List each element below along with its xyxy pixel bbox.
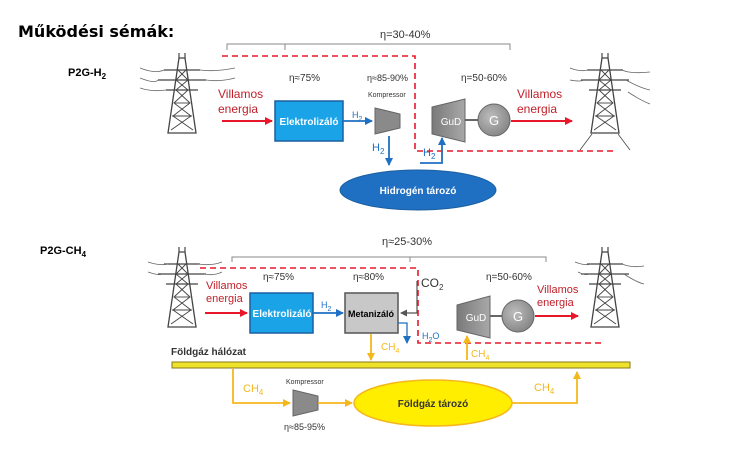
ch4-boundary-dashed-line [200,267,605,344]
ch4-electrolyzer-label: Elektrolizáló [253,309,312,320]
h2-compressor-label: Kompressor [368,92,406,99]
h2-down-label: H2 [372,142,385,156]
h2-electrolyzer-label: Elektrolizáló [280,117,339,128]
turbine-icon [456,295,491,339]
h2-generator-label: G [489,113,499,128]
generator-icon [501,299,535,333]
methanizer-label: Metanizáló [348,309,395,319]
turbine-icon [431,98,466,143]
ch4-output-label-line1: Villamos [537,284,579,296]
h2o-output-arrow [398,322,411,344]
hydrogen-storage-label: Hidrogén tározó [380,186,457,197]
h2-input-label-line2: energia [218,102,258,116]
ch4-compressor-efficiency: η≈85-95% [284,422,325,432]
ch4-right-label: CH4 [534,382,555,396]
ch4-gud-efficiency: η=50-60% [486,272,532,283]
h2-up-label: H2 [423,147,436,161]
page-title: Működési sémák: [18,22,175,41]
ch4-electrolyzer-box [249,292,314,334]
h2-boundary-dashed-line [222,55,614,152]
h2-gud-efficiency: η=50-60% [461,73,507,84]
p2g-h2-label: P2G-H2 [68,67,107,81]
h2-total-efficiency: η=30-40% [380,29,431,41]
storage-to-grid-arrow [512,371,581,404]
ch4-generator-label: G [513,309,523,324]
generator-icon [477,103,511,137]
ch4-down-label: CH4 [381,342,399,355]
co2-label: CO2 [421,276,444,292]
ch4-input-label-line2: energia [206,293,244,305]
compressor-icon [292,389,319,417]
ch4-output-label-line2: energia [537,297,575,309]
power-pylon-icon [569,52,651,151]
h2-compressor-efficiency: η≈85-90% [367,73,408,83]
h2-output-label-line2: energia [517,102,557,116]
power-pylon-icon [574,246,645,328]
ch4-input-label-line1: Villamos [206,280,248,292]
hydrogen-storage [339,169,497,211]
grid-to-compressor-arrow [232,369,291,407]
gas-grid-label: Földgáz hálózat [171,347,247,358]
compressor-icon [374,107,401,135]
ch4-methanizer-efficiency: η≈80% [353,272,384,283]
ch4-up-label: CH4 [471,349,489,362]
ch4-h2-label: H2 [321,300,332,313]
h2o-label: H2O [422,331,439,344]
ch4-total-efficiency: η≈25-30% [382,236,432,248]
ch4-gud-label: GuD [466,313,487,324]
ch4-electrolyzer-efficiency: η≈75% [263,272,294,283]
ch4-compressor-label: Kompressor [286,379,324,386]
co2-input-arrow [400,281,418,317]
power-pylon-icon [147,246,223,328]
h2-gud-label: GuD [441,117,462,128]
p2g-ch4-label: P2G-CH4 [40,245,87,259]
natural-gas-storage-label: Földgáz tározó [398,399,469,410]
h2-input-label-line1: Villamos [218,87,263,101]
gas-grid-pipe [171,361,631,369]
h2-flow-label: H2 [352,110,363,123]
p2g-ch4-section: P2G-CH4 η≈25-30% η≈75% η≈80% η=50-60% Vi… [40,236,645,432]
h2-output-label-line1: Villamos [517,87,562,101]
h2-electrolyzer-box [274,100,344,142]
ch4-left-label: CH4 [243,383,264,397]
p2g-h2-section: P2G-H2 η=30-40% η≈75% η≈85-90% η=50-60% … [68,29,651,211]
methanizer-box [344,292,399,334]
power-pylon-icon [139,52,236,134]
h2-to-turbine-arrow [420,137,446,164]
h2-electrolyzer-efficiency: η≈75% [289,73,320,84]
